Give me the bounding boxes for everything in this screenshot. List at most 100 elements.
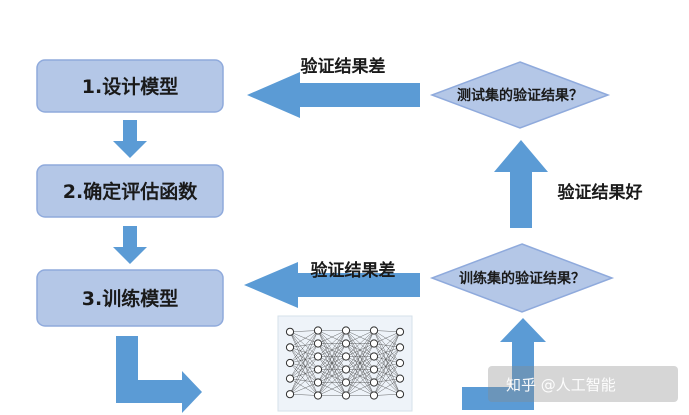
step-train-label: 3.训练模型 bbox=[82, 287, 178, 310]
nn-edge bbox=[317, 330, 347, 357]
nn-node bbox=[285, 374, 295, 383]
nn-node bbox=[341, 365, 351, 374]
nn-edge bbox=[289, 330, 319, 333]
nn-edge bbox=[289, 382, 319, 395]
nn-edge bbox=[289, 347, 319, 357]
nn-node bbox=[285, 343, 295, 352]
nn-edge bbox=[373, 356, 401, 379]
nn-edge bbox=[289, 356, 319, 395]
decision-test-result-label: 测试集的验证结果？ bbox=[457, 87, 583, 104]
nn-node bbox=[395, 327, 405, 336]
nn-edge bbox=[289, 378, 319, 383]
decision-train-result-label: 训练集的验证结果？ bbox=[459, 270, 585, 287]
nn-edge bbox=[289, 331, 319, 396]
watermark-text: 知乎 @人工智能 bbox=[506, 376, 616, 394]
nn-edge bbox=[373, 362, 401, 396]
nn-edge bbox=[345, 382, 375, 396]
nn-edge bbox=[373, 347, 401, 357]
nn-edge bbox=[373, 393, 401, 396]
nn-node bbox=[369, 378, 379, 387]
nn-node bbox=[285, 358, 295, 368]
nn-node bbox=[369, 326, 379, 335]
nn-node bbox=[285, 390, 295, 399]
nn-edge bbox=[373, 343, 401, 379]
nn-node bbox=[313, 352, 323, 361]
nn-edge bbox=[373, 378, 401, 383]
nn-node bbox=[369, 339, 379, 348]
nn-edge bbox=[289, 343, 319, 379]
nn-edge bbox=[373, 347, 401, 383]
nn-edge bbox=[289, 369, 319, 395]
nn-node bbox=[369, 391, 379, 400]
nn-edge bbox=[289, 356, 319, 364]
nn-edge bbox=[373, 330, 401, 395]
step-design-label: 1.设计模型 bbox=[82, 75, 178, 98]
nn-edge bbox=[345, 330, 375, 357]
nn-edge bbox=[373, 330, 401, 364]
nn-edge bbox=[289, 331, 319, 370]
nn-edge bbox=[373, 343, 401, 364]
nn-edge bbox=[345, 356, 375, 396]
nn-edge bbox=[373, 343, 401, 395]
nn-edge bbox=[289, 347, 319, 370]
nn-edge bbox=[373, 330, 401, 333]
step-train: 3.训练模型 bbox=[36, 269, 224, 327]
nn-edge bbox=[289, 369, 319, 379]
nn-edge bbox=[317, 330, 347, 370]
nn-node bbox=[395, 374, 405, 383]
nn-node bbox=[341, 352, 351, 361]
arrow-train-bad-to-train bbox=[244, 262, 420, 308]
arrow-train-output bbox=[116, 336, 202, 413]
top-bad-label: 验证结果差 bbox=[301, 56, 386, 77]
nn-edge bbox=[289, 362, 319, 396]
nn-node bbox=[313, 365, 323, 374]
nn-edge bbox=[317, 343, 347, 396]
nn-edge bbox=[289, 362, 319, 383]
nn-edge bbox=[345, 369, 375, 396]
nn-edge bbox=[373, 331, 401, 357]
nn-edge bbox=[289, 347, 319, 383]
nn-edge bbox=[289, 330, 319, 348]
nn-node bbox=[395, 358, 405, 368]
nn-edge bbox=[345, 330, 375, 370]
nn-edge bbox=[345, 330, 375, 344]
arrow-test-bad-to-design bbox=[247, 72, 420, 118]
nn-edge bbox=[289, 331, 319, 383]
arrow-loop-up bbox=[462, 318, 546, 410]
arrow-train-good-to-test bbox=[494, 140, 548, 228]
arrow-design-to-evaluate bbox=[113, 120, 147, 158]
nn-node bbox=[395, 343, 405, 352]
nn-node bbox=[313, 339, 323, 348]
step-evaluate: 2.确定评估函数 bbox=[36, 164, 224, 218]
step-design: 1.设计模型 bbox=[36, 59, 224, 113]
nn-edge bbox=[289, 347, 319, 396]
nn-edge bbox=[373, 331, 401, 370]
nn-edge bbox=[317, 330, 347, 344]
nn-node bbox=[341, 378, 351, 387]
nn-edge bbox=[373, 331, 401, 383]
nn-edge bbox=[289, 343, 319, 364]
nn-edge bbox=[289, 343, 319, 348]
step-evaluate-label: 2.确定评估函数 bbox=[63, 180, 198, 203]
nn-edge bbox=[345, 330, 375, 383]
nn-edge bbox=[317, 330, 347, 383]
neural-network-image bbox=[277, 315, 413, 412]
nn-edge bbox=[373, 347, 401, 370]
decision-test-result: 测试集的验证结果？ bbox=[429, 61, 611, 129]
nn-edge bbox=[373, 330, 401, 348]
nn-node bbox=[369, 352, 379, 361]
good-label: 验证结果好 bbox=[558, 182, 643, 203]
nn-node bbox=[313, 326, 323, 335]
nn-edge bbox=[373, 369, 401, 379]
nn-edge bbox=[345, 330, 375, 396]
nn-edge bbox=[317, 330, 347, 396]
nn-edge bbox=[289, 330, 319, 395]
bottom-bad-label: 验证结果差 bbox=[311, 260, 396, 281]
nn-edge bbox=[373, 331, 401, 396]
nn-edge bbox=[373, 343, 401, 348]
nn-edge bbox=[373, 331, 401, 344]
nn-edge bbox=[373, 362, 401, 383]
nn-edge bbox=[373, 330, 401, 379]
nn-node bbox=[341, 391, 351, 400]
